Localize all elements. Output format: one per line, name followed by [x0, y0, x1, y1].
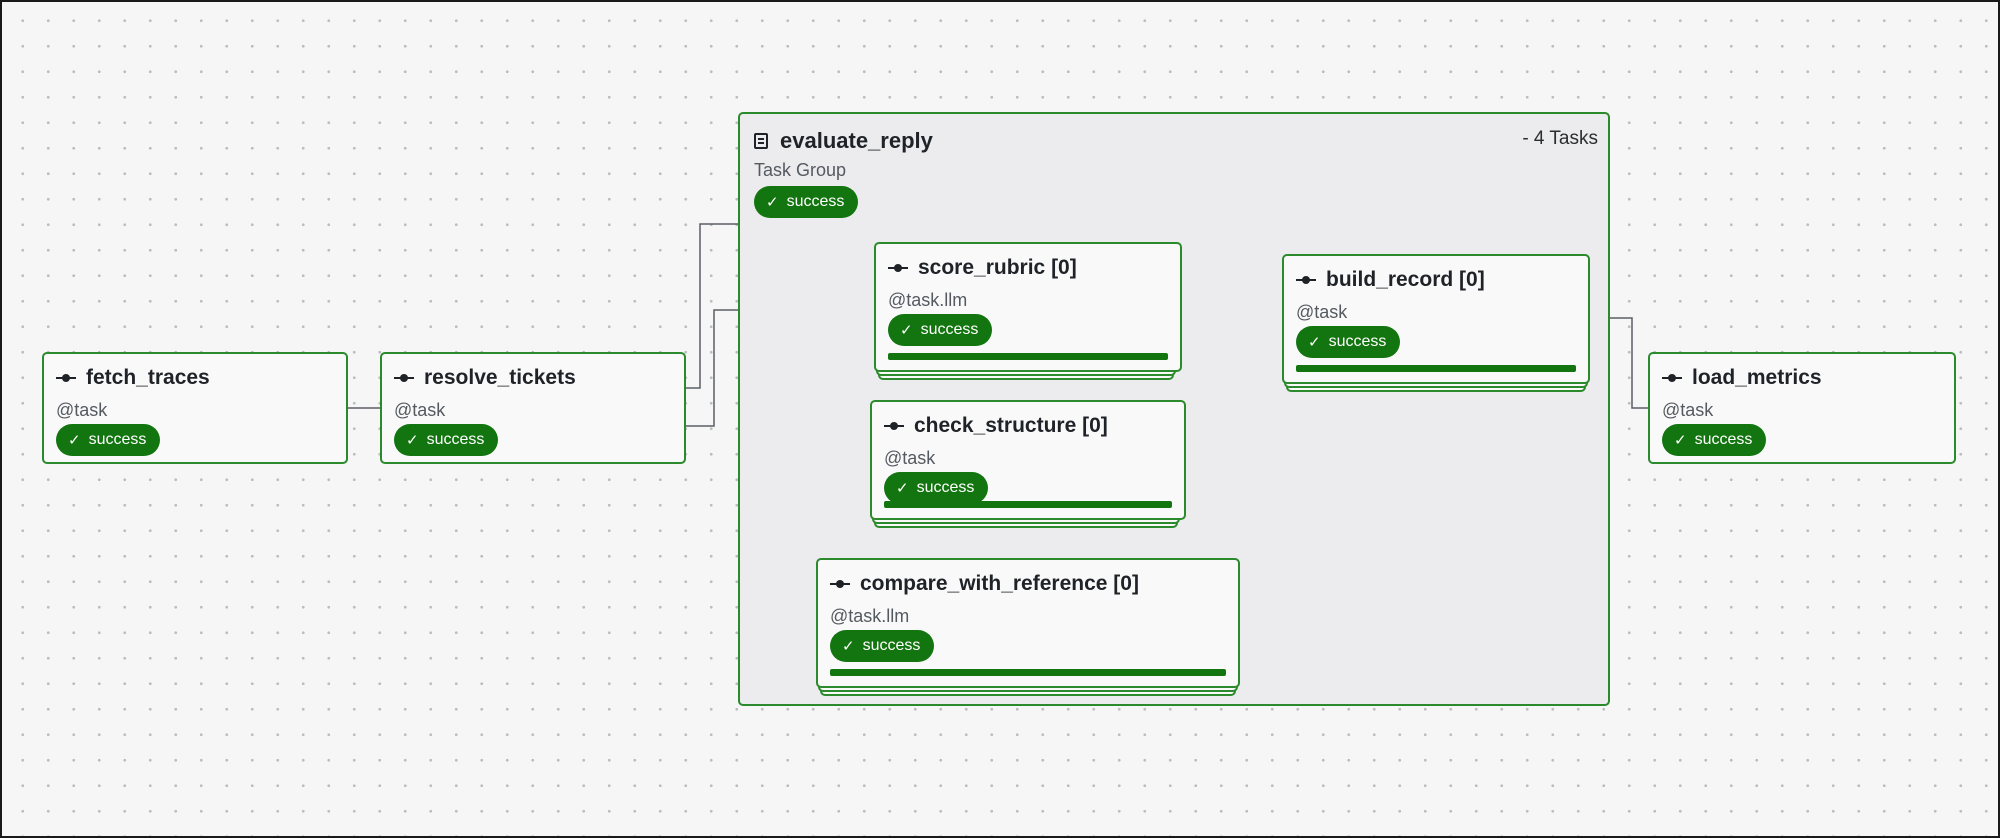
task-icon: [830, 578, 850, 590]
task-operator: @task: [1662, 400, 1714, 420]
status-badge: ✓ success: [754, 186, 859, 218]
task-name: load_metrics: [1692, 366, 1822, 389]
status-badge: ✓ success: [884, 472, 989, 504]
status-badge: ✓ success: [1296, 326, 1401, 358]
task-title: score_rubric [0]: [888, 256, 1077, 280]
task-title: compare_with_reference [0]: [830, 572, 1139, 596]
status-badge: ✓ success: [888, 314, 993, 346]
task-node-compare-with-reference[interactable]: compare_with_reference [0] @task.llm ✓ s…: [816, 558, 1240, 688]
task-icon: [884, 420, 904, 432]
task-title: fetch_traces: [56, 366, 210, 390]
status-badge: ✓ success: [830, 630, 935, 662]
task-title: build_record [0]: [1296, 268, 1485, 292]
status-label: success: [1328, 333, 1387, 350]
task-node-load-metrics[interactable]: load_metrics @task ✓ success: [1648, 352, 1956, 464]
task-name: compare_with_reference [0]: [860, 572, 1139, 595]
task-title: load_metrics: [1662, 366, 1822, 390]
task-operator: @task: [56, 400, 108, 420]
task-icon: [56, 372, 76, 384]
task-node-resolve-tickets[interactable]: resolve_tickets @task ✓ success: [380, 352, 686, 464]
check-icon: ✓: [896, 479, 909, 497]
task-group-type: Task Group: [754, 160, 847, 180]
task-name: fetch_traces: [86, 366, 210, 389]
status-label: success: [426, 431, 485, 448]
task-operator: @task.llm: [888, 290, 968, 310]
task-icon: [1296, 274, 1316, 286]
task-node-build-record[interactable]: build_record [0] @task ✓ success: [1282, 254, 1590, 384]
status-label: success: [88, 431, 147, 448]
task-operator: @task: [394, 400, 446, 420]
mapped-progress-bar: [884, 501, 1172, 508]
check-icon: ✓: [1674, 431, 1687, 449]
status-badge: ✓ success: [1662, 424, 1767, 456]
task-name: build_record [0]: [1326, 268, 1485, 291]
task-operator: @task: [884, 448, 936, 468]
task-node-score-rubric[interactable]: score_rubric [0] @task.llm ✓ success: [874, 242, 1182, 372]
mapped-progress-bar: [1296, 365, 1576, 372]
task-name: resolve_tickets: [424, 366, 576, 389]
check-icon: ✓: [900, 321, 913, 339]
task-group-name: evaluate_reply: [780, 128, 933, 153]
task-node-check-structure[interactable]: check_structure [0] @task ✓ success: [870, 400, 1186, 520]
check-icon: ✓: [68, 431, 81, 449]
status-badge: ✓ success: [56, 424, 161, 456]
task-icon: [394, 372, 414, 384]
mapped-progress-bar: [830, 669, 1226, 676]
check-icon: ✓: [842, 637, 855, 655]
task-title: resolve_tickets: [394, 366, 576, 390]
task-icon: [888, 262, 908, 274]
status-badge: ✓ success: [394, 424, 499, 456]
task-group-status: ✓ success: [754, 186, 859, 218]
task-group-count[interactable]: - 4 Tasks: [1522, 128, 1598, 149]
status-label: success: [920, 321, 979, 338]
task-group-icon: [754, 133, 768, 149]
task-group-title[interactable]: evaluate_reply: [754, 128, 933, 154]
status-label: success: [862, 637, 921, 654]
task-operator: @task.llm: [830, 606, 910, 626]
status-label: success: [786, 193, 845, 210]
task-node-fetch-traces[interactable]: fetch_traces @task ✓ success: [42, 352, 348, 464]
task-name: score_rubric [0]: [918, 256, 1077, 279]
check-icon: ✓: [766, 193, 779, 211]
task-operator: @task: [1296, 302, 1348, 322]
status-label: success: [916, 479, 975, 496]
task-name: check_structure [0]: [914, 414, 1108, 437]
check-icon: ✓: [1308, 333, 1321, 351]
check-icon: ✓: [406, 431, 419, 449]
mapped-progress-bar: [888, 353, 1168, 360]
task-icon: [1662, 372, 1682, 384]
status-label: success: [1694, 431, 1753, 448]
task-title: check_structure [0]: [884, 414, 1108, 438]
